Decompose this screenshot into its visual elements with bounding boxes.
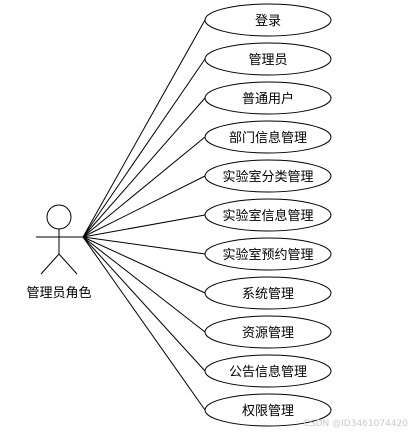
use-case-list: 登录管理员普通用户部门信息管理实验室分类管理实验室信息管理实验室预约管理系统管理… — [204, 3, 332, 427]
association-line — [82, 136, 206, 238]
use-case-label: 登录 — [255, 14, 281, 29]
actor-label: 管理员角色 — [26, 285, 91, 301]
use-case: 普通用户 — [204, 81, 332, 115]
use-case-ellipse — [204, 315, 332, 349]
use-case-ellipse — [204, 237, 332, 271]
use-case: 实验室分类管理 — [204, 159, 332, 193]
use-case-label: 实验室分类管理 — [222, 169, 313, 185]
use-case-ellipse — [204, 81, 332, 115]
use-case-label: 公告信息管理 — [229, 364, 307, 380]
association-line — [82, 58, 206, 238]
use-case-label: 系统管理 — [242, 287, 294, 302]
use-case: 管理员 — [204, 42, 332, 76]
association-line — [82, 175, 206, 238]
use-case: 实验室信息管理 — [204, 198, 332, 232]
use-case-ellipse — [204, 276, 332, 310]
use-case: 资源管理 — [204, 315, 332, 349]
use-case: 实验室预约管理 — [204, 237, 332, 271]
association-line — [82, 19, 206, 238]
watermark: CSDN @ID3461074420 — [304, 419, 409, 429]
association-line — [82, 236, 206, 255]
association-line — [82, 236, 206, 411]
use-case: 系统管理 — [204, 276, 332, 310]
association-line — [82, 97, 206, 238]
actor-leg-right — [58, 253, 78, 275]
use-case-ellipse — [204, 3, 332, 37]
use-case-ellipse — [204, 354, 332, 388]
actor: 管理员角色 — [26, 204, 92, 301]
use-case-ellipse — [204, 120, 332, 154]
use-case-label: 实验室预约管理 — [222, 247, 313, 263]
use-case-label: 管理员 — [248, 53, 287, 68]
use-case-ellipse — [204, 159, 332, 193]
actor-head — [46, 204, 72, 230]
use-case-ellipse — [204, 393, 332, 427]
actor-leg-left — [40, 253, 60, 275]
use-case-ellipse — [204, 42, 332, 76]
use-case-ellipse — [204, 198, 332, 232]
use-case-label: 实验室信息管理 — [222, 208, 313, 224]
use-case: 部门信息管理 — [204, 120, 332, 154]
use-case-label: 权限管理 — [242, 403, 294, 419]
association-line — [82, 236, 206, 333]
use-case-label: 资源管理 — [242, 326, 294, 341]
association-line — [82, 236, 206, 372]
use-case: 公告信息管理 — [204, 354, 332, 388]
association-lines — [82, 19, 206, 411]
use-case-label: 部门信息管理 — [229, 130, 307, 146]
use-case-label: 普通用户 — [242, 91, 294, 107]
association-line — [82, 236, 206, 294]
use-case: 登录 — [204, 3, 332, 37]
use-case: 权限管理 — [204, 393, 332, 427]
association-line — [82, 214, 206, 238]
